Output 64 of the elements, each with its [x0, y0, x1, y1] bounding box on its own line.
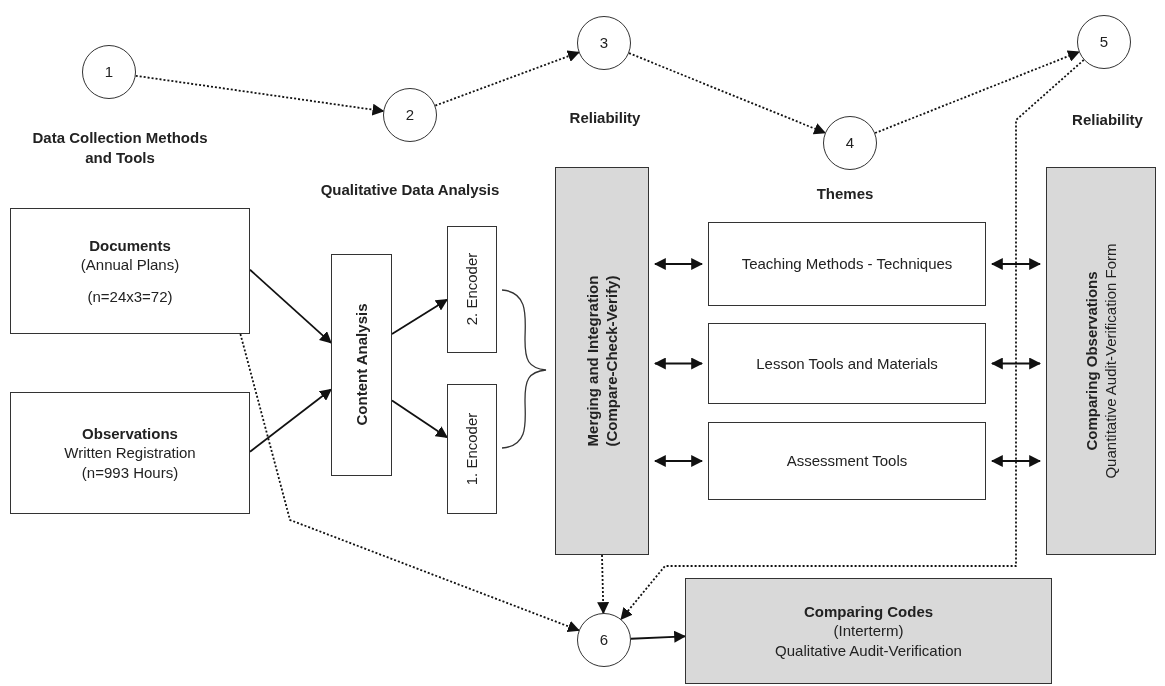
box-heading: Documents — [89, 235, 171, 256]
step-number: 6 — [599, 630, 609, 650]
arrow — [597, 554, 610, 615]
arrow — [990, 455, 1042, 467]
arrow — [653, 455, 704, 467]
arrow — [134, 74, 385, 116]
box-heading: Comparing Codes — [803, 601, 934, 622]
arrow — [628, 52, 827, 135]
box-text: 2. Encoder — [461, 252, 481, 326]
step-number: 2 — [405, 105, 415, 125]
arrow — [653, 357, 704, 370]
box-text: Qualitative Audit-Verification — [775, 640, 962, 661]
arrow — [630, 630, 687, 643]
theme-box — [708, 222, 986, 306]
arrow — [239, 333, 580, 633]
step-circle — [1077, 15, 1131, 69]
arrow — [391, 298, 448, 335]
arrow — [391, 399, 448, 439]
step-circle — [823, 116, 877, 170]
step-number: 3 — [599, 33, 609, 53]
arrow — [653, 258, 704, 270]
section-heading: Reliability — [1071, 110, 1144, 130]
arrow — [249, 388, 332, 453]
step-circle — [383, 88, 437, 142]
process-box — [331, 254, 392, 476]
box-text: Written Registration — [64, 443, 196, 463]
box-heading: Content Analysis — [351, 303, 371, 426]
process-box — [555, 167, 649, 555]
source-box — [10, 208, 250, 334]
arrow — [990, 258, 1042, 270]
arrow — [434, 50, 580, 107]
step-circle — [82, 45, 136, 99]
section-heading: Data Collection Methods and Tools — [31, 128, 209, 167]
theme-box — [708, 422, 986, 500]
step-circle — [577, 16, 631, 70]
process-box — [685, 578, 1052, 684]
theme-box — [708, 323, 986, 404]
section-heading: Themes — [815, 184, 875, 204]
box-text: (Annual Plans) — [80, 255, 180, 275]
encoder-box — [447, 384, 497, 514]
section-heading: Reliability — [568, 108, 642, 128]
box-heading: Merging and Integration (Compare-Check-Verify) — [582, 274, 621, 448]
arrow — [620, 59, 1085, 621]
step-number: 4 — [845, 133, 855, 153]
box-text: Assessment Tools — [786, 451, 908, 471]
box-text: Quantitative Audit-Verification Form — [1100, 242, 1120, 479]
box-text: Lesson Tools and Materials — [756, 353, 938, 374]
arrow — [990, 357, 1042, 370]
box-heading: Observations — [82, 423, 178, 444]
step-number: 1 — [104, 62, 114, 82]
encoder-box — [447, 226, 497, 353]
arrow — [874, 50, 1081, 134]
box-text: (Interterm) — [833, 621, 904, 641]
section-heading: Qualitative Data Analysis — [319, 180, 501, 200]
step-number: 5 — [1099, 32, 1109, 52]
box-text: (n=24x3=72) — [87, 286, 173, 307]
box-text: Teaching Methods - Techniques — [741, 254, 953, 274]
box-heading: Comparing Observations — [1081, 270, 1101, 451]
arrow — [249, 268, 332, 344]
step-circle — [577, 613, 631, 667]
process-box — [1046, 167, 1156, 555]
source-box — [10, 392, 250, 514]
box-text: (n=993 Hours) — [81, 462, 179, 483]
box-text: 1. Encoder — [461, 412, 481, 485]
